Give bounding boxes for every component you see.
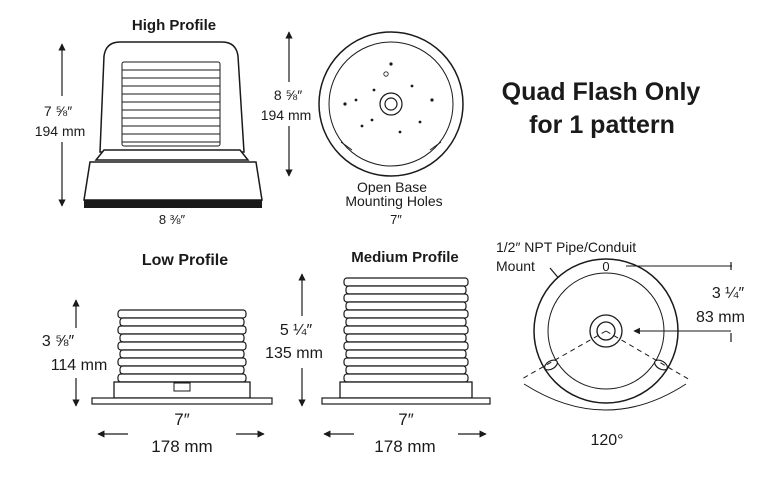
open-base-height-in: 8 ⅝″: [274, 87, 302, 103]
open-base-view: 8 ⅝″ 194 mm Open Base Mounting Holes 7″: [261, 31, 464, 227]
open-base-caption-line1: Open Base: [357, 179, 427, 195]
mount-angle-label: 120°: [590, 432, 623, 449]
medium-profile-width-mm: 178 mm: [374, 437, 435, 456]
open-base-tick-right: [429, 141, 442, 151]
mount-label-line2: Mount: [496, 258, 535, 274]
low-profile-width-mm: 178 mm: [151, 437, 212, 456]
low-profile-width-in: 7″: [174, 410, 189, 429]
low-profile-view: Low Profile 3 ⅝″ 114 mm 7″ 178 mm: [42, 252, 273, 456]
low-profile-title: Low Profile: [142, 252, 228, 269]
medium-profile-base: [339, 381, 473, 399]
headline: Quad Flash Only for 1 pattern: [502, 78, 701, 139]
high-profile-height-mm: 194 mm: [35, 123, 86, 139]
medium-profile-flange: [321, 397, 491, 405]
high-profile-width-in: 8 ⅜″: [159, 212, 186, 227]
high-profile-base: [83, 161, 263, 201]
open-base-mounting-holes: [343, 62, 434, 134]
mount-view: 1/2″ NPT Pipe/Conduit Mount 0 3 ¼″ 83 mm…: [496, 239, 745, 449]
low-profile-lens-ribs: [117, 309, 247, 383]
high-profile-gasket: [84, 200, 262, 208]
medium-profile-title: Medium Profile: [351, 249, 459, 266]
low-profile-flange: [91, 397, 273, 405]
high-profile-collar: [94, 149, 250, 161]
high-profile-view: High Profile 7 ⅝″ 194 mm 8 ⅜″: [35, 17, 263, 227]
mount-slot-left: [544, 359, 558, 371]
open-base-width-in: 7″: [390, 212, 402, 227]
high-profile-title: High Profile: [132, 17, 216, 34]
headline-line2: for 1 pattern: [529, 111, 675, 139]
mount-zero-mark: 0: [602, 259, 609, 274]
mount-label-line1: 1/2″ NPT Pipe/Conduit: [496, 239, 636, 255]
headline-line1: Quad Flash Only: [502, 78, 701, 106]
medium-profile-width-in: 7″: [398, 410, 413, 429]
mount-slot-right: [654, 359, 668, 371]
low-profile-height-in: 3 ⅝″: [42, 333, 75, 350]
low-profile-switch: [173, 382, 191, 392]
open-base-height-mm: 194 mm: [261, 107, 312, 123]
mount-angle-arc: [523, 383, 687, 411]
open-base-center-hole-inner: [384, 97, 398, 111]
medium-profile-lens-ribs: [343, 277, 469, 383]
mount-angle-ray-left: [519, 330, 607, 381]
high-profile-lens-ribs: [121, 61, 221, 147]
open-base-caption-line2: Mounting Holes: [345, 193, 442, 209]
mount-offset-mm: 83 mm: [696, 309, 745, 326]
medium-profile-height-mm: 135 mm: [265, 345, 323, 362]
medium-profile-height-in: 5 ¼″: [280, 322, 313, 339]
mount-angle-ray-right: [605, 330, 691, 381]
high-profile-height-in: 7 ⅝″: [44, 103, 72, 119]
mount-offset-in: 3 ¼″: [712, 285, 745, 302]
low-profile-height-mm: 114 mm: [51, 357, 108, 374]
open-base-tick-left: [340, 141, 353, 151]
medium-profile-view: Medium Profile 5 ¼″ 135 mm 7″ 178 mm: [265, 249, 491, 456]
